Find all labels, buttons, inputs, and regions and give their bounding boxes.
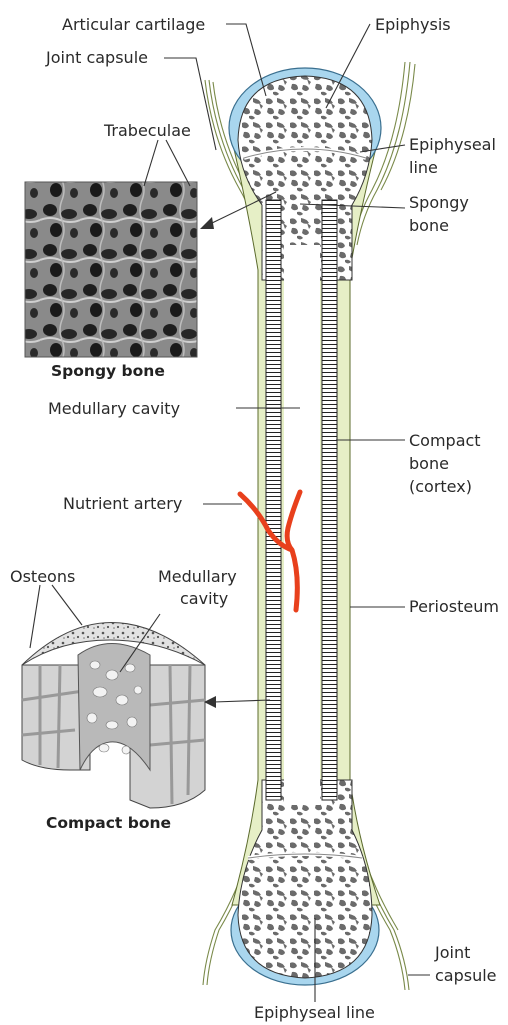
label-articular-cartilage: Articular cartilage — [62, 15, 205, 34]
label-epiphyseal-line-2: line — [409, 158, 438, 177]
label-compact-bone-2: bone — [409, 454, 449, 473]
label-spongy-bone-2: bone — [409, 216, 449, 235]
label-spongy-bone-1: Spongy — [409, 193, 469, 212]
label-medullary-inset-2: cavity — [180, 589, 228, 608]
compact-bone-inset — [22, 623, 205, 809]
label-compact-bone-3: (cortex) — [409, 477, 472, 496]
label-epiphyseal-line-1: Epiphyseal — [409, 135, 496, 154]
label-medullary-inset-1: Medullary — [158, 567, 237, 586]
caption-compact-bone: Compact bone — [46, 814, 171, 832]
spongy-bone-photo — [25, 182, 197, 357]
label-nutrient-artery: Nutrient artery — [63, 494, 182, 513]
label-osteons: Osteons — [10, 567, 75, 586]
label-compact-bone-1: Compact — [409, 431, 481, 450]
label-joint-capsule-bottom-2: capsule — [435, 966, 497, 985]
label-joint-capsule-top: Joint capsule — [45, 48, 148, 67]
label-epiphysis: Epiphysis — [375, 15, 451, 34]
caption-spongy-bone: Spongy bone — [51, 362, 165, 380]
label-joint-capsule-bottom-1: Joint — [434, 943, 470, 962]
label-trabeculae: Trabeculae — [103, 121, 191, 140]
compact-bone-right — [322, 200, 337, 800]
label-epiphyseal-line-bottom: Epiphyseal line — [254, 1003, 375, 1022]
label-medullary-cavity: Medullary cavity — [48, 399, 180, 418]
compact-bone-left — [266, 200, 281, 800]
label-periosteum: Periosteum — [409, 597, 499, 616]
